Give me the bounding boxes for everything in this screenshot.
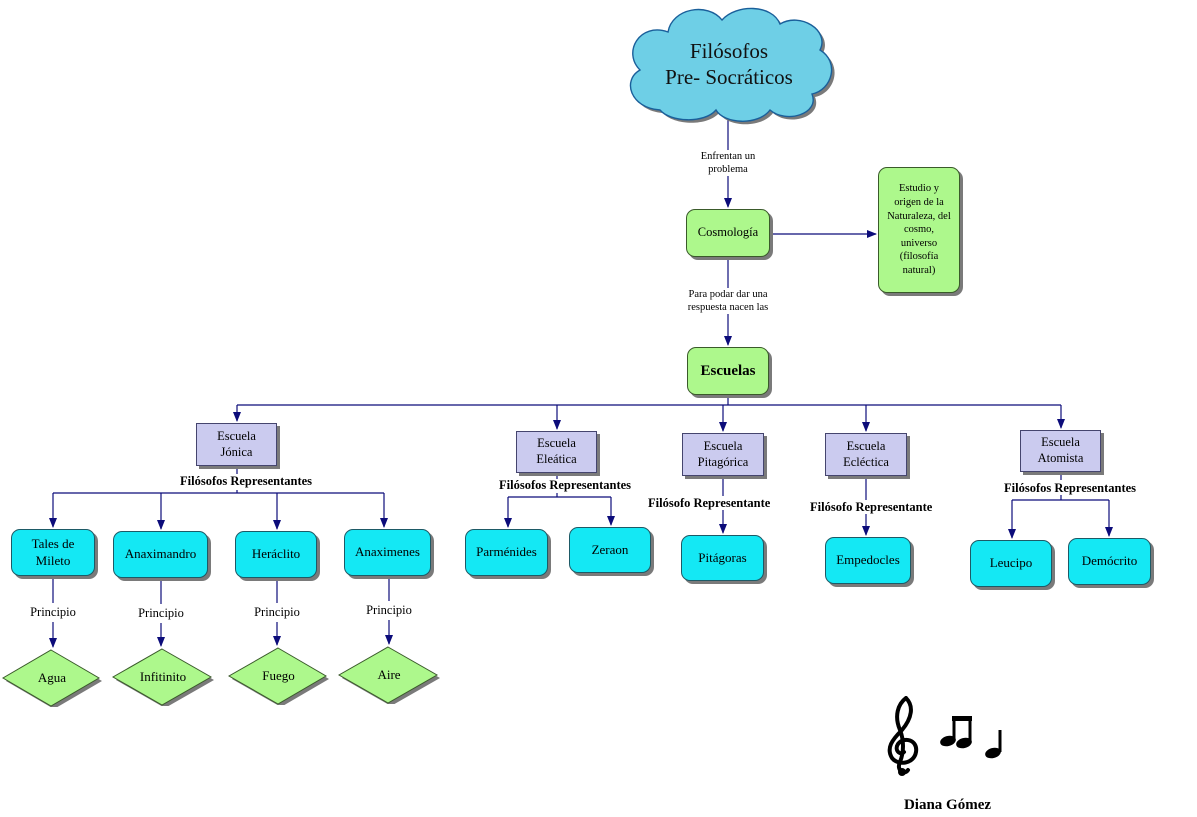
school-eleatica[interactable]: Escuela Eleática: [516, 431, 597, 473]
music-decoration: [880, 696, 1005, 786]
escuelas-label: Escuelas: [700, 362, 756, 379]
school-pitagorica[interactable]: Escuela Pitagórica: [682, 433, 764, 476]
title-line-1: Filósofos: [689, 39, 769, 63]
philosopher-tales[interactable]: Tales de Mileto: [11, 529, 95, 576]
principle-agua[interactable]: Agua: [2, 649, 102, 707]
philosopher-democrito[interactable]: Demócrito: [1068, 538, 1151, 585]
school-eclectica[interactable]: Escuela Ecléctica: [825, 433, 907, 476]
rep-label-eclectica: Filósofo Representante: [810, 500, 933, 514]
cosmologia-node[interactable]: Cosmología: [686, 209, 770, 257]
philosopher-anaximandro[interactable]: Anaximandro: [113, 531, 208, 578]
philosopher-empedocles[interactable]: Empedocles: [825, 537, 911, 584]
rep-label-pitagorica: Filósofo Representante: [648, 496, 771, 510]
link-label-enfrentan: Enfrentan un problema: [688, 150, 768, 177]
school-jonica[interactable]: Escuela Jónica: [196, 423, 277, 466]
philosopher-heraclito[interactable]: Heráclito: [235, 531, 317, 578]
author-name: Diana Gómez: [903, 797, 992, 813]
school-atomista[interactable]: Escuela Atomista: [1020, 430, 1101, 472]
philosopher-parmenides[interactable]: Parménides: [465, 529, 548, 576]
principio-label-anaximenes: Principio: [354, 603, 424, 619]
philosopher-anaximenes[interactable]: Anaximenes: [344, 529, 431, 576]
philosopher-leucipo[interactable]: Leucipo: [970, 540, 1052, 587]
rep-label-atomista: Filósofos Representantes: [1004, 481, 1137, 495]
rep-label-jonica: Filósofos Representantes: [180, 474, 313, 488]
escuelas-node[interactable]: Escuelas: [687, 347, 769, 395]
principle-infinito[interactable]: Infitinito: [112, 648, 214, 706]
philosopher-pitagoras[interactable]: Pitágoras: [681, 535, 764, 581]
cosmologia-label: Cosmología: [697, 225, 759, 240]
principio-label-anaximandro: Principio: [126, 606, 196, 622]
principle-aire[interactable]: Aire: [338, 646, 440, 704]
title-line-2: Pre- Socráticos: [665, 65, 793, 90]
music-notes-icon: [940, 716, 1002, 759]
treble-clef-icon: [887, 696, 919, 776]
principle-fuego[interactable]: Fuego: [228, 647, 329, 705]
principio-label-heraclito: Principio: [242, 605, 312, 621]
page-title: Filósofos Pre- Socráticos: [629, 38, 829, 91]
link-label-para-poder: Para podar dar una respuesta nacen las: [676, 288, 780, 315]
principio-label-tales: Principio: [18, 605, 88, 621]
cloud-shape: [629, 7, 835, 125]
philosopher-zeraon[interactable]: Zeraon: [569, 527, 651, 573]
rep-label-eleatica: Filósofos Representantes: [499, 478, 632, 492]
naturaleza-node[interactable]: Estudio y origen de la Naturaleza, del c…: [878, 167, 960, 293]
